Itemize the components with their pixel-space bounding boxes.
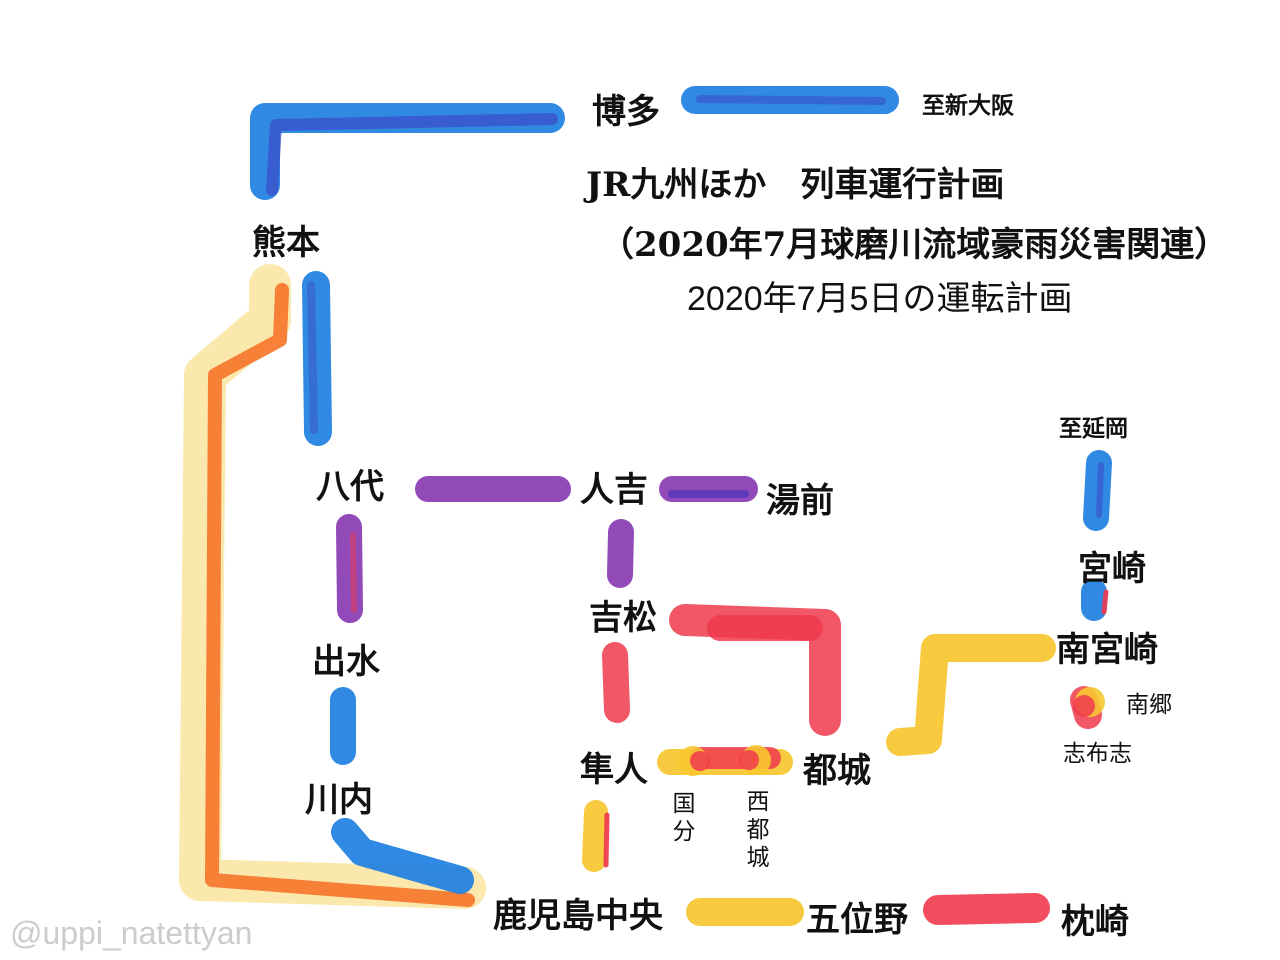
map-subtitle: （2020年7月球磨川流域豪雨災害関連）	[600, 225, 1229, 265]
station-izumi: 出水	[312, 642, 380, 682]
map-date: 2020年7月5日の運転計画	[687, 280, 1073, 318]
station-yatsushiro: 八代	[316, 467, 384, 507]
map-title: JR九州ほか 列車運行計画	[586, 165, 1005, 205]
station-hayato: 隼人	[580, 750, 648, 790]
line-yatsushiro-izumi-inner	[350, 532, 357, 613]
line-miyazaki-minamimiyazaki-edge	[1101, 589, 1109, 615]
label-nishimiyakonojo: 西都城	[746, 789, 770, 870]
label-shibushi: 志布志	[1063, 741, 1132, 766]
author-watermark: @uppi_natettyan	[10, 915, 253, 951]
line-yoshimatsu-hayato	[602, 642, 630, 723]
line-hayato-kagoshimachuo	[582, 800, 608, 872]
station-goino: 五位野	[806, 900, 908, 940]
line-goino-makurazaki	[923, 893, 1050, 925]
station-hakata: 博多	[592, 92, 660, 132]
line-hakata-shinosaka-inner	[696, 95, 886, 105]
line-hayato-kagoshimachuo-edge	[603, 812, 610, 868]
line-kumamoto-yatsushiro-inner	[307, 281, 318, 434]
station-sendai: 川内	[305, 780, 373, 820]
station-kumamoto: 熊本	[252, 223, 320, 263]
dot-nango-half	[1073, 695, 1095, 717]
label-to-nobeoka: 至延岡	[1059, 416, 1128, 441]
station-miyakonojo: 都城	[803, 751, 871, 791]
station-yoshimatsu: 吉松	[589, 598, 657, 638]
line-miyakonojo-minamimiyazaki	[886, 634, 1056, 756]
dot-nishimiyakonojo-half	[739, 750, 759, 770]
line-hakata-kumamoto-inner	[266, 113, 558, 196]
station-miyazaki: 宮崎	[1078, 549, 1146, 589]
line-yatsushiro-izumi	[336, 514, 363, 623]
label-kokubu: 国分	[672, 791, 696, 844]
station-kagoshimachuo: 鹿児島中央	[493, 896, 663, 936]
station-yunomae: 湯前	[766, 481, 834, 521]
dot-kokubu-half	[690, 751, 710, 771]
line-miyazaki-nobeoka-inner	[1096, 462, 1104, 518]
line-kumamoto-yatsushiro	[302, 271, 332, 446]
station-hitoyoshi: 人吉	[580, 470, 648, 510]
station-minamimiyazaki: 南宮崎	[1056, 630, 1158, 670]
line-shinkansen-kumamoto-kagoshima-inner	[205, 283, 475, 907]
label-to-shinosaka: 至新大阪	[922, 93, 1014, 118]
label-nango: 南郷	[1126, 692, 1172, 717]
line-sendai-kagoshimachuo	[331, 818, 474, 894]
station-makurazaki: 枕崎	[1061, 902, 1129, 942]
line-hitoyoshi-yoshimatsu	[607, 519, 634, 588]
